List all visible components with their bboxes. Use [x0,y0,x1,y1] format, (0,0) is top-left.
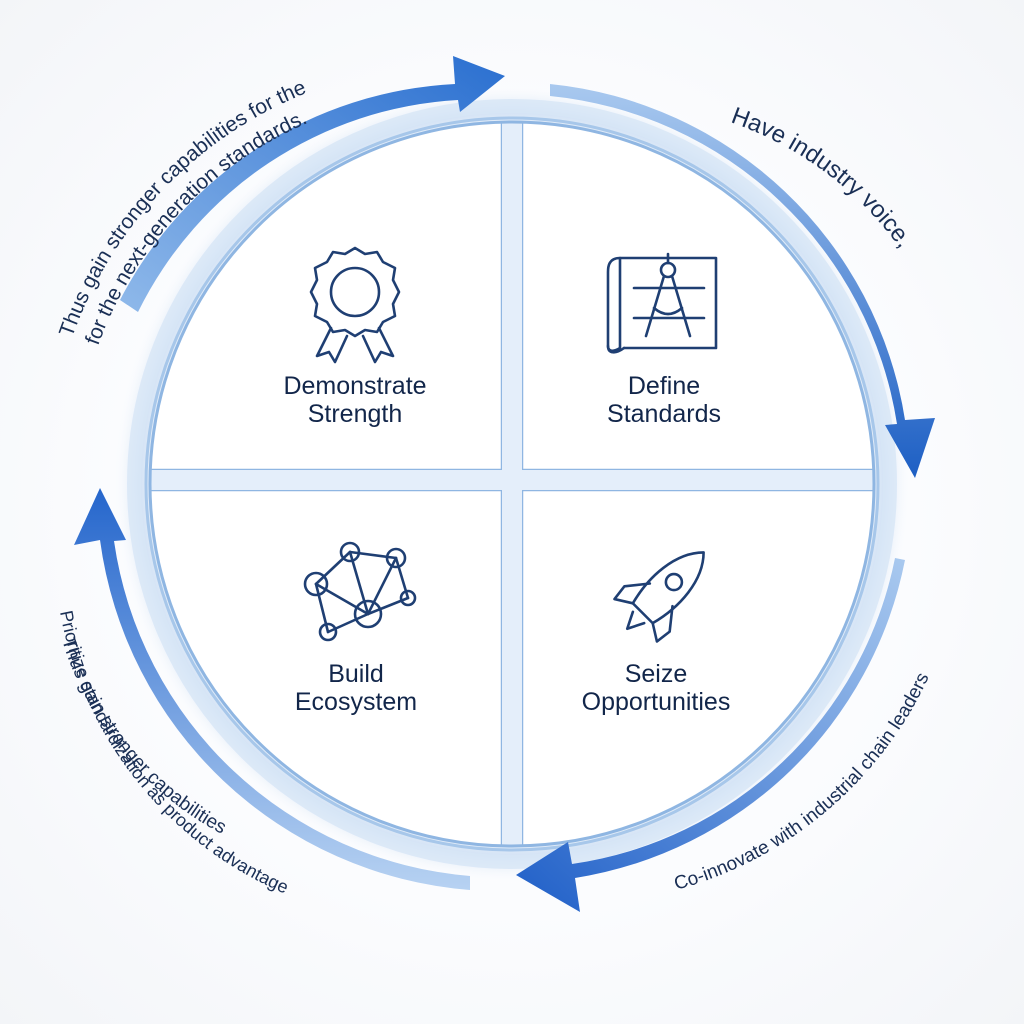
arrow-bottom-left [74,488,470,890]
award-ribbon-icon [309,246,401,364]
quadrant-panels [150,122,874,846]
quadrant-title-line: Demonstrate [283,372,426,400]
quadrant-title-line: Ecosystem [295,688,417,716]
quadrant-label-top-right: Define Standards [607,372,721,428]
arrow-bottom-right [516,558,905,912]
quadrant-label-bottom-right: Seize Opportunities [582,660,731,716]
quadrant-title-line: Standards [607,400,721,428]
inner-ring [144,116,880,852]
quadrant-label-bottom-left: Build Ecosystem [295,660,417,716]
quadrant-title-line: Strength [308,400,403,428]
quadrant-label-top-left: Demonstrate Strength [283,372,426,428]
outer-ring [127,99,897,869]
blueprint-compass-icon [606,252,718,354]
network-nodes-icon [303,541,417,642]
arrow-top-left [120,56,505,312]
rocket-icon [613,551,705,643]
arrow-top-right [550,84,935,478]
quadrant-title-line: Build [328,660,384,688]
disc-border [148,120,876,848]
quadrant-title-line: Opportunities [582,688,731,716]
quadrant-title-line: Seize [625,660,688,688]
horizontal-divider [150,470,874,490]
quadrant-title-line: Define [628,372,700,400]
